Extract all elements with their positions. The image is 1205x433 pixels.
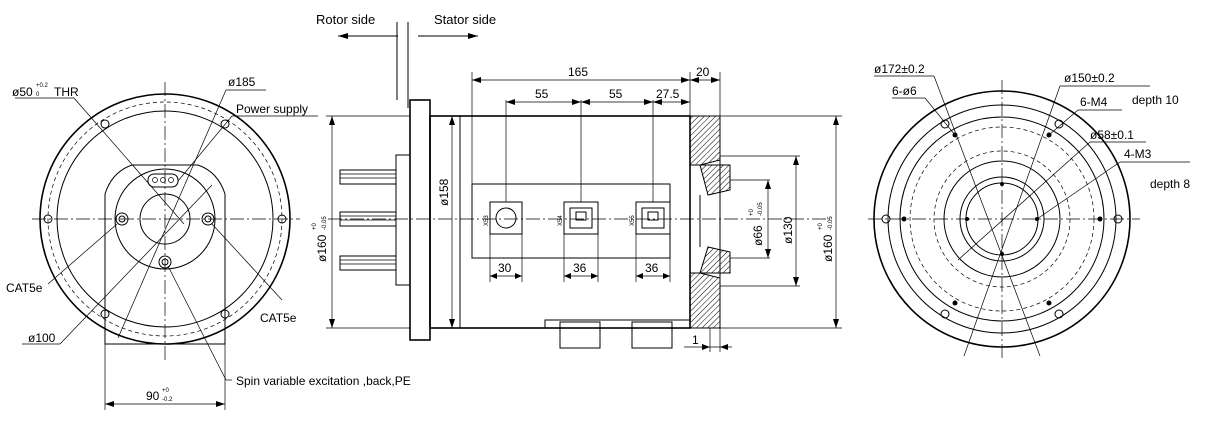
width-36a: 36 — [573, 261, 587, 275]
left-end-view: ø50 +0.2 0 THR ø185 Power supply CAT5e C… — [6, 75, 411, 410]
connector-x54: X54 — [558, 201, 599, 235]
svg-text:-0.05: -0.05 — [322, 216, 328, 230]
connector-panel — [471, 183, 671, 259]
right-end-view: ø172±0.2 ø150±0.2 6-ø6 6-M4 depth 10 ø58… — [868, 62, 1190, 358]
svg-text:0: 0 — [36, 92, 40, 98]
cat5e-right-connector — [201, 212, 215, 226]
length-27-5: 27.5 — [656, 87, 680, 101]
cat5e-left-connector — [115, 212, 129, 226]
d172-dimension: ø172±0.2 — [874, 62, 925, 76]
spin-label: Spin variable excitation ,back,PE — [236, 374, 411, 388]
thr-circle-100 — [114, 168, 216, 270]
stator-side-label: Stator side — [434, 12, 496, 27]
holes-6-dimension: 6-ø6 — [892, 84, 917, 98]
width-36b: 36 — [645, 261, 659, 275]
m4-label: 6-M4 — [1080, 95, 1108, 109]
rotor-flange — [409, 99, 431, 341]
d150-dimension: ø150±0.2 — [1064, 71, 1115, 85]
width-90-dimension: 90 — [146, 389, 160, 403]
rotor-side-label: Rotor side — [316, 12, 375, 27]
m3-label: 4-M3 — [1124, 147, 1152, 161]
length-1: 1 — [692, 333, 699, 347]
svg-text:X53: X53 — [484, 215, 490, 226]
d185-dimension: ø185 — [228, 75, 256, 89]
length-20: 20 — [696, 65, 710, 79]
svg-text:+0: +0 — [312, 222, 318, 230]
cat5e-left-label: CAT5e — [6, 281, 43, 295]
side-view: X53 X54 X55 165 20 55 — [312, 65, 842, 352]
length-165: 165 — [568, 65, 588, 79]
d66-dimension: ø66 — [751, 225, 765, 246]
length-55a: 55 — [535, 87, 549, 101]
rotor-stator-header: Rotor side Stator side — [316, 12, 496, 108]
d160-right-dimension: ø160 — [821, 234, 835, 262]
width-30: 30 — [498, 261, 512, 275]
d130-dimension: ø130 — [781, 216, 795, 244]
cat5e-right-label: CAT5e — [260, 311, 297, 325]
svg-text:-0.2: -0.2 — [162, 397, 173, 403]
power-supply-label: Power supply — [236, 102, 308, 116]
stator-flange-bottom — [689, 272, 721, 329]
bottom-connector-2 — [631, 321, 673, 349]
depth8-label: depth 8 — [1150, 177, 1190, 191]
d160-left-dimension: ø160 — [315, 234, 329, 262]
outer-circle-172 — [873, 90, 1131, 348]
svg-text:+0.2: +0.2 — [36, 83, 49, 89]
length-55b: 55 — [609, 87, 623, 101]
d58-dimension: ø58±0.1 — [1090, 128, 1134, 142]
svg-text:-0.05: -0.05 — [828, 216, 834, 230]
spin-connector — [158, 255, 172, 269]
svg-text:X55: X55 — [630, 215, 636, 226]
stator-flange-top — [689, 115, 721, 166]
svg-text:THR: THR — [54, 85, 79, 99]
d158-dimension: ø158 — [437, 178, 451, 206]
connector-x55: X55 — [630, 201, 671, 235]
connector-x53: X53 — [484, 201, 523, 235]
depth10-label: depth 10 — [1132, 93, 1179, 107]
thr-dimension: ø50 — [12, 85, 33, 99]
d100-dimension: ø100 — [28, 331, 56, 345]
svg-text:+0: +0 — [818, 222, 824, 230]
thr-circle-50 — [139, 193, 191, 245]
svg-text:X54: X54 — [558, 215, 564, 226]
rotor-cables — [339, 169, 397, 271]
bottom-connector-1 — [559, 321, 601, 349]
svg-text:-0.05: -0.05 — [758, 202, 764, 216]
svg-text:+0: +0 — [162, 388, 170, 394]
mounting-plate — [104, 164, 226, 345]
svg-text:+0: +0 — [749, 208, 755, 216]
